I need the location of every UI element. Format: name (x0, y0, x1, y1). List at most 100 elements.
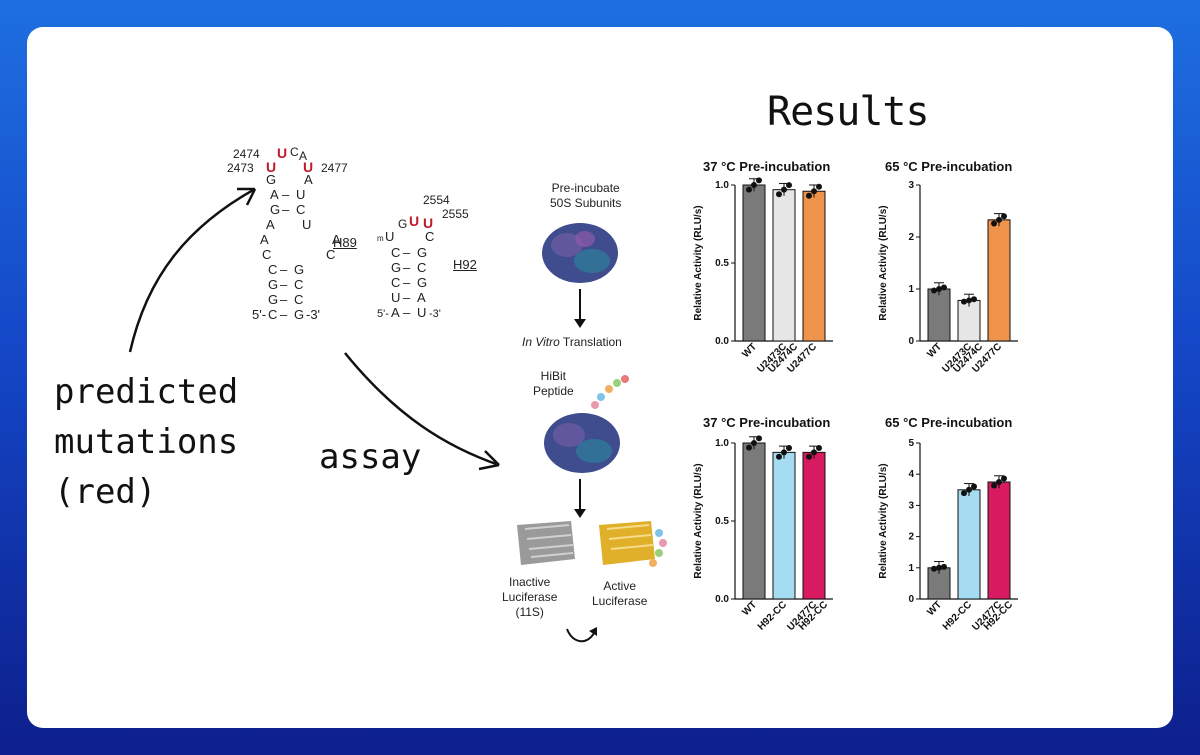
svg-text:–: – (282, 187, 290, 202)
svg-text:A: A (260, 232, 269, 247)
data-point (776, 191, 782, 198)
y-axis-label: Relative Activity (RLU/s) (878, 463, 889, 578)
data-point (936, 286, 942, 292)
ribosome-50s-image (542, 223, 618, 283)
svg-text:G: G (294, 262, 304, 277)
svg-text:-3': -3' (429, 308, 441, 320)
y-tick-label: 1 (908, 284, 914, 295)
data-point (991, 482, 997, 489)
arrow-head (237, 187, 257, 206)
chart-4-title: 65 °C Pre-incubation (885, 415, 1013, 430)
y-axis-label: Relative Activity (RLU/s) (693, 205, 704, 320)
data-point (996, 216, 1002, 223)
svg-text:C: C (425, 229, 434, 244)
svg-text:G: G (417, 275, 427, 290)
chart-3-title: 37 °C Pre-incubation (703, 415, 831, 430)
data-point (941, 284, 947, 291)
chart-2-title: 65 °C Pre-incubation (885, 159, 1013, 174)
h92-mutation-u2: U (423, 215, 434, 231)
y-tick-label: 5 (908, 438, 914, 449)
h89-num-2477: 2477 (321, 161, 348, 175)
curved-arrow (566, 627, 597, 643)
svg-text:–: – (280, 262, 288, 277)
hibit-peptide-label: HiBit Peptide (533, 369, 574, 398)
svg-text:C: C (294, 277, 303, 292)
bar (742, 442, 766, 600)
h89-num-2473: 2473 (227, 161, 254, 175)
data-point (806, 453, 812, 460)
data-point (1001, 475, 1007, 482)
data-point (931, 565, 937, 572)
data-point (966, 486, 972, 493)
bar (802, 451, 826, 600)
svg-text:–: – (403, 290, 411, 305)
data-point (816, 444, 822, 451)
svg-text:5'-: 5'- (377, 308, 389, 320)
svg-text:C: C (391, 245, 400, 260)
ribosome-translation-image (544, 413, 620, 473)
data-point (781, 449, 787, 456)
y-tick-label: 0.0 (715, 594, 729, 605)
svg-text:C: C (417, 260, 426, 275)
active-luciferase-label: Active Luciferase (592, 579, 648, 608)
data-point (781, 186, 787, 193)
svg-text:C: C (294, 292, 303, 307)
bar (802, 190, 826, 342)
svg-text:G: G (294, 307, 304, 322)
data-point (991, 220, 997, 227)
bar (987, 481, 1011, 600)
svg-text:–: – (280, 277, 288, 292)
svg-text:U: U (417, 305, 426, 320)
svg-text:–: – (403, 305, 411, 320)
data-point (756, 177, 762, 184)
down-arrow-1 (574, 289, 586, 328)
svg-text:–: – (280, 292, 288, 307)
svg-text:m: m (377, 234, 384, 243)
svg-text:G: G (270, 202, 280, 217)
x-tick-label: WT (925, 599, 944, 618)
x-tick-label: H92-CC (941, 599, 974, 632)
y-tick-label: 1.0 (715, 438, 729, 449)
y-tick-label: 3 (908, 180, 914, 191)
svg-text:G: G (268, 277, 278, 292)
active-luciferase-image (599, 521, 667, 567)
x-tick-label: WT (925, 341, 944, 360)
chart-3: Relative Activity (RLU/s)0.00.51.0WTH92-… (693, 435, 833, 633)
h92-label: H92 (453, 257, 477, 272)
data-point (961, 490, 967, 497)
svg-text:C: C (326, 247, 335, 262)
data-point (966, 297, 972, 304)
y-tick-label: 0.5 (715, 516, 729, 527)
h89-loop-a: A (299, 149, 308, 163)
y-tick-label: 1.0 (715, 180, 729, 191)
data-point (746, 444, 752, 451)
x-tick-label: WT (740, 599, 759, 618)
svg-text:A: A (304, 172, 313, 187)
svg-text:A: A (391, 305, 400, 320)
bar (772, 451, 796, 600)
svg-text:–: – (403, 245, 411, 260)
svg-text:C: C (296, 202, 305, 217)
h92-mutation-u1: U (409, 213, 420, 229)
data-point (756, 435, 762, 442)
data-point (1001, 213, 1007, 220)
data-point (806, 192, 812, 199)
data-point (776, 453, 782, 460)
y-tick-label: 0 (908, 336, 914, 347)
data-point (996, 479, 1002, 485)
svg-text:U: U (302, 217, 311, 232)
data-point (941, 563, 947, 570)
data-point (811, 449, 817, 456)
svg-text:A: A (270, 187, 279, 202)
data-point (816, 183, 822, 190)
data-point (971, 296, 977, 303)
svg-text:–: – (403, 260, 411, 275)
svg-text:–: – (403, 275, 411, 290)
hibit-peptide-icon (591, 375, 629, 409)
svg-text:–: – (282, 202, 290, 217)
data-point (811, 188, 817, 195)
y-tick-label: 2 (908, 232, 914, 243)
data-point (786, 444, 792, 451)
svg-text:U: U (391, 290, 400, 305)
